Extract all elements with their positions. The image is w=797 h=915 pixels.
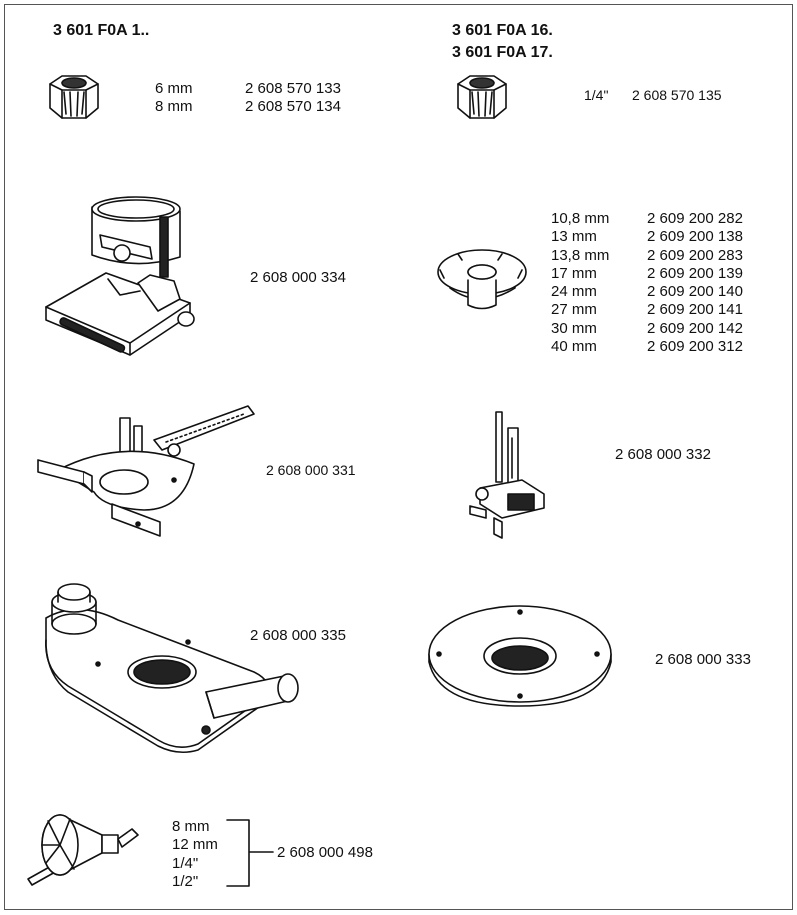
trimming-base-part: 2 608 000 334 [250, 269, 346, 286]
part-number: 2 609 200 141 [647, 301, 743, 319]
collet-metric-sizes: 6 mm 8 mm [155, 80, 193, 117]
page-frame [4, 4, 793, 910]
part-number: 2 608 570 133 [245, 80, 341, 97]
cone-size: 1/4" [172, 854, 199, 872]
guide-size: 13 mm [551, 228, 597, 246]
roller-guide-part: 2 608 000 332 [615, 446, 711, 463]
collet-inch-part: 2 608 570 135 [632, 87, 722, 103]
circle-guide-illustration [37, 405, 255, 537]
collet-nut-icon [457, 75, 507, 119]
circle-guide-part: 2 608 000 331 [266, 462, 356, 478]
centering-cone-illustration [27, 814, 139, 886]
part-number: 2 609 200 140 [647, 283, 743, 301]
guide-size: 10,8 mm [551, 210, 610, 227]
cone-size: 1/2" [172, 872, 199, 890]
guide-size: 40 mm [551, 338, 597, 356]
collet-size: 6 mm [155, 80, 193, 97]
guide-size: 27 mm [551, 301, 597, 319]
offset-base-illustration [45, 583, 299, 754]
guide-size: 13,8 mm [551, 246, 610, 264]
template-guide-parts: 2 609 200 282 2 609 200 138 2 609 200 28… [647, 210, 743, 356]
part-number: 2 609 200 139 [647, 264, 743, 282]
cone-size: 8 mm [172, 818, 210, 835]
trimming-base-illustration [45, 196, 195, 356]
cone-sizes: 8 mm 12 mm 1/4" 1/2" [172, 818, 218, 891]
roller-guide-illustration [469, 411, 545, 539]
guide-size: 24 mm [551, 283, 597, 301]
collet-inch-size: 1/4" [584, 87, 609, 103]
part-number: 2 608 570 134 [245, 98, 341, 116]
sub-base-illustration [428, 605, 612, 707]
guide-size: 17 mm [551, 264, 597, 282]
part-number: 2 609 200 283 [647, 246, 743, 264]
cone-size: 12 mm [172, 836, 218, 854]
part-number: 2 609 200 312 [647, 338, 743, 356]
guide-size: 30 mm [551, 319, 597, 337]
centering-cone-part: 2 608 000 498 [277, 844, 373, 861]
model-header-right-2: 3 601 F0A 17. [452, 44, 553, 61]
template-guide-sizes: 10,8 mm 13 mm 13,8 mm 17 mm 24 mm 27 mm … [551, 210, 609, 356]
model-header-left: 3 601 F0A 1.. [53, 22, 150, 39]
part-number: 2 609 200 138 [647, 228, 743, 246]
part-number: 2 609 200 282 [647, 210, 743, 227]
sub-base-part: 2 608 000 333 [655, 651, 751, 668]
collet-metric-parts: 2 608 570 133 2 608 570 134 [245, 80, 341, 117]
part-number: 2 609 200 142 [647, 319, 743, 337]
model-header-right-1: 3 601 F0A 16. [452, 22, 553, 39]
template-guide-illustration [437, 249, 527, 310]
bracket [226, 819, 274, 887]
collet-size: 8 mm [155, 98, 193, 116]
offset-base-part: 2 608 000 335 [250, 627, 346, 644]
collet-nut-icon [49, 75, 99, 119]
